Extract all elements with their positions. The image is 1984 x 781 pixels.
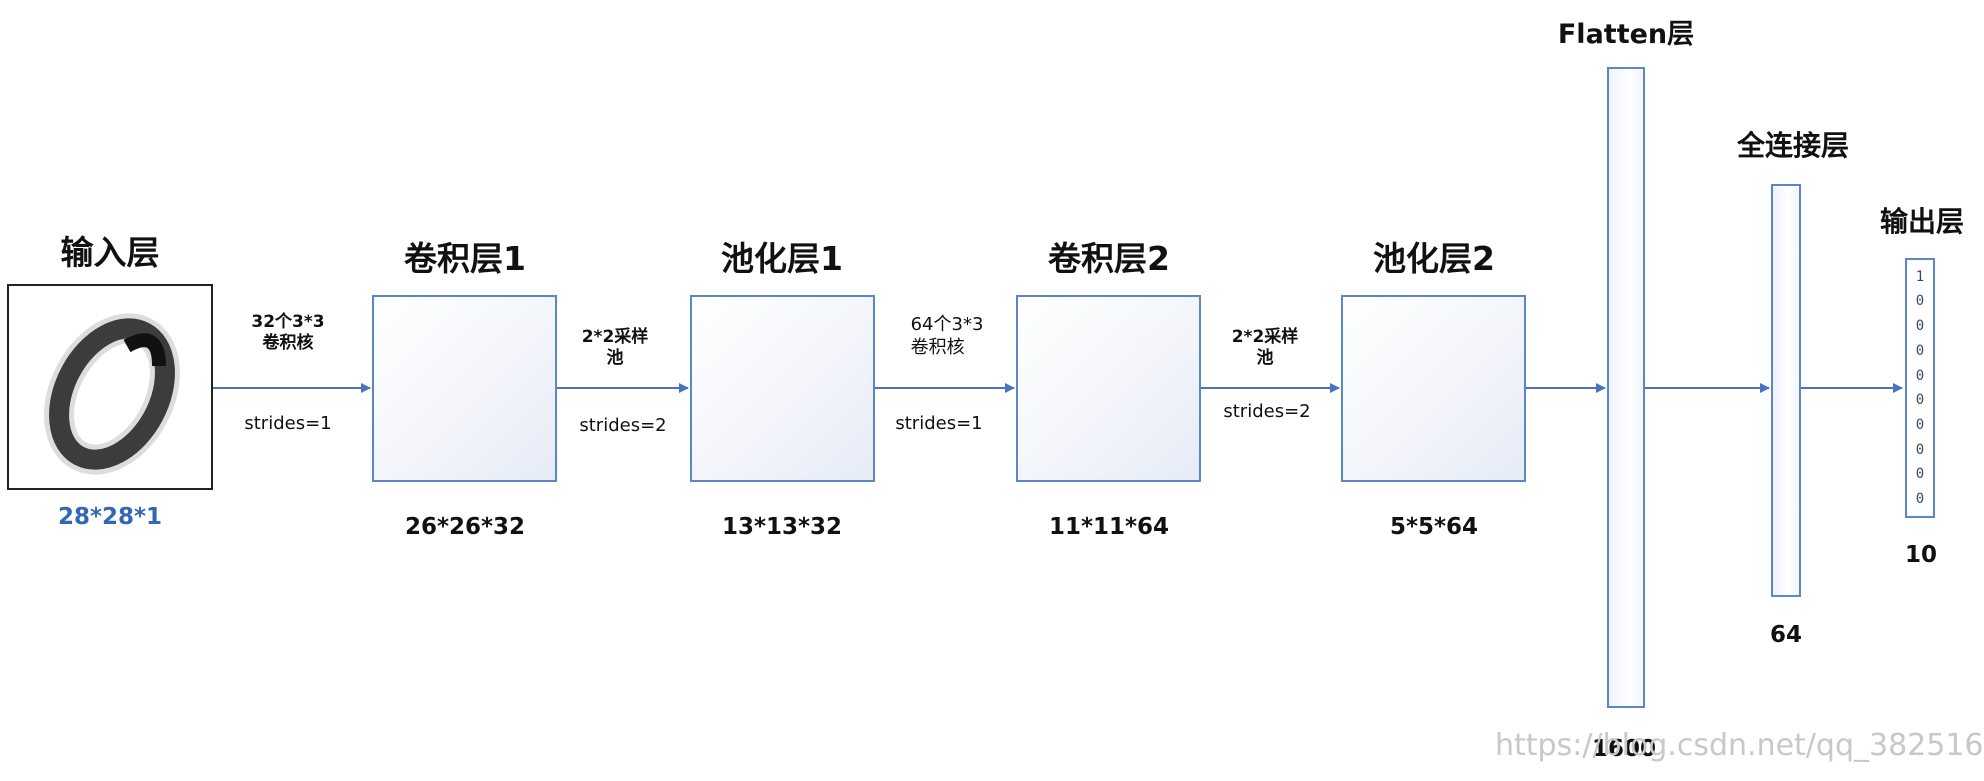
watermark-text: https://blog.csdn.net/qq_38251616 — [1495, 728, 1984, 763]
edge4-pool-label: 2*2采样 池 — [1232, 327, 1299, 370]
dense-title: 全连接层 — [1736, 129, 1850, 162]
output-digit: 0 — [1915, 441, 1925, 458]
edge4-line2: 池 — [1256, 348, 1274, 369]
edge2-line2: 池 — [606, 348, 624, 369]
edge4-line1: 2*2采样 — [1231, 327, 1299, 347]
flatten-bar — [1607, 67, 1645, 708]
output-digit: 0 — [1915, 367, 1925, 384]
output-digit: 0 — [1915, 342, 1925, 359]
output-dim: 10 — [1904, 542, 1938, 568]
output-title: 输出层 — [1879, 205, 1965, 238]
conv2-title: 卷积层2 — [1048, 239, 1170, 278]
pool1-box — [690, 295, 875, 482]
edge3-line2: 卷积核 — [910, 336, 965, 358]
output-digit: 0 — [1915, 417, 1925, 434]
output-digit: 0 — [1915, 293, 1925, 310]
pool2-box — [1341, 295, 1526, 482]
output-digit: 0 — [1915, 491, 1925, 508]
pool1-dim: 13*13*32 — [721, 514, 843, 540]
dense-dim: 64 — [1769, 622, 1803, 648]
conv1-title: 卷积层1 — [404, 239, 526, 278]
pool2-title: 池化层2 — [1373, 239, 1495, 278]
edge3-stride-label: strides=1 — [895, 413, 983, 434]
edge3-kernel-label: 64个3*3 卷积核 — [911, 314, 984, 359]
pool1-title: 池化层1 — [721, 239, 843, 278]
digit-zero-image — [44, 313, 180, 475]
edge2-line1: 2*2采样 — [581, 327, 649, 347]
dense-bar — [1771, 184, 1801, 597]
input-layer-title: 输入层 — [60, 233, 160, 272]
edge1-stride-label: strides=1 — [244, 413, 332, 434]
flatten-title: Flatten层 — [1557, 19, 1695, 50]
edge4-stride-label: strides=2 — [1223, 401, 1311, 422]
conv2-dim: 11*11*64 — [1048, 514, 1170, 540]
edge1-kernel-label: 32个3*3 卷积核 — [251, 312, 324, 355]
input-image-frame — [7, 284, 213, 490]
output-digit: 0 — [1915, 466, 1925, 483]
conv1-dim: 26*26*32 — [404, 514, 526, 540]
edge1-line2: 卷积核 — [262, 333, 314, 354]
output-digit: 0 — [1915, 392, 1925, 409]
output-digit: 1 — [1915, 268, 1925, 285]
output-digit: 0 — [1915, 318, 1925, 335]
edge2-stride-label: strides=2 — [579, 415, 667, 436]
edge2-pool-label: 2*2采样 池 — [582, 327, 649, 370]
flatten-dim: 1600 — [1591, 736, 1657, 762]
edge1-line1: 32个3*3 — [251, 312, 325, 332]
conv1-box — [372, 295, 557, 482]
pool2-dim: 5*5*64 — [1389, 514, 1479, 540]
output-vector-box: 1 0 0 0 0 0 0 0 0 0 — [1905, 258, 1935, 518]
input-layer-dim: 28*28*1 — [57, 504, 163, 530]
conv2-box — [1016, 295, 1201, 482]
edge3-line1: 64个3*3 — [910, 314, 984, 335]
